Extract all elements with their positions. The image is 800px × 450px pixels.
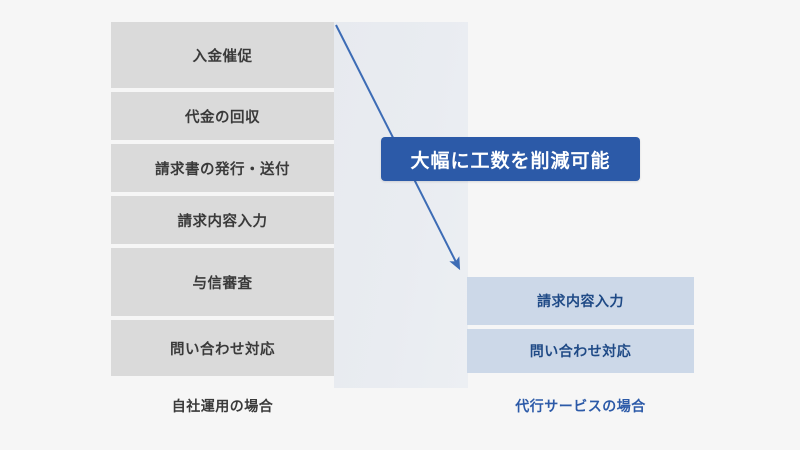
left-block-3: 請求内容入力: [111, 196, 334, 244]
left-block-5-label: 問い合わせ対応: [170, 341, 275, 358]
left-block-2: 請求書の発行・送付: [111, 144, 334, 192]
left-block-0-label: 入金催促: [192, 48, 253, 65]
right-block-1: 問い合わせ対応: [467, 329, 694, 373]
right-block-0-label: 請求内容入力: [537, 294, 624, 310]
right-block-1-label: 問い合わせ対応: [529, 344, 632, 360]
in-house-column: 入金催促 代金の回収 請求書の発行・送付 請求内容入力 与信審査 問い合わせ対応: [111, 22, 334, 380]
left-block-5: 問い合わせ対応: [111, 320, 334, 376]
savings-callout-label: 大幅に工数を削減可能: [410, 149, 611, 172]
savings-callout: 大幅に工数を削減可能: [381, 137, 640, 181]
left-block-1: 代金の回収: [111, 92, 334, 140]
left-block-0: 入金催促: [111, 22, 334, 88]
outsourced-caption: 代行サービスの場合: [515, 399, 646, 415]
transition-wedge: [334, 22, 468, 388]
left-block-1-label: 代金の回収: [185, 109, 260, 126]
left-block-3-label: 請求内容入力: [177, 213, 268, 230]
left-block-4: 与信審査: [111, 248, 334, 316]
in-house-caption: 自社運用の場合: [171, 399, 274, 415]
left-block-2-label: 請求書の発行・送付: [155, 161, 290, 178]
outsourced-column: 請求内容入力 問い合わせ対応: [467, 277, 694, 377]
left-block-4-label: 与信審査: [192, 275, 253, 292]
right-block-0: 請求内容入力: [467, 277, 694, 325]
